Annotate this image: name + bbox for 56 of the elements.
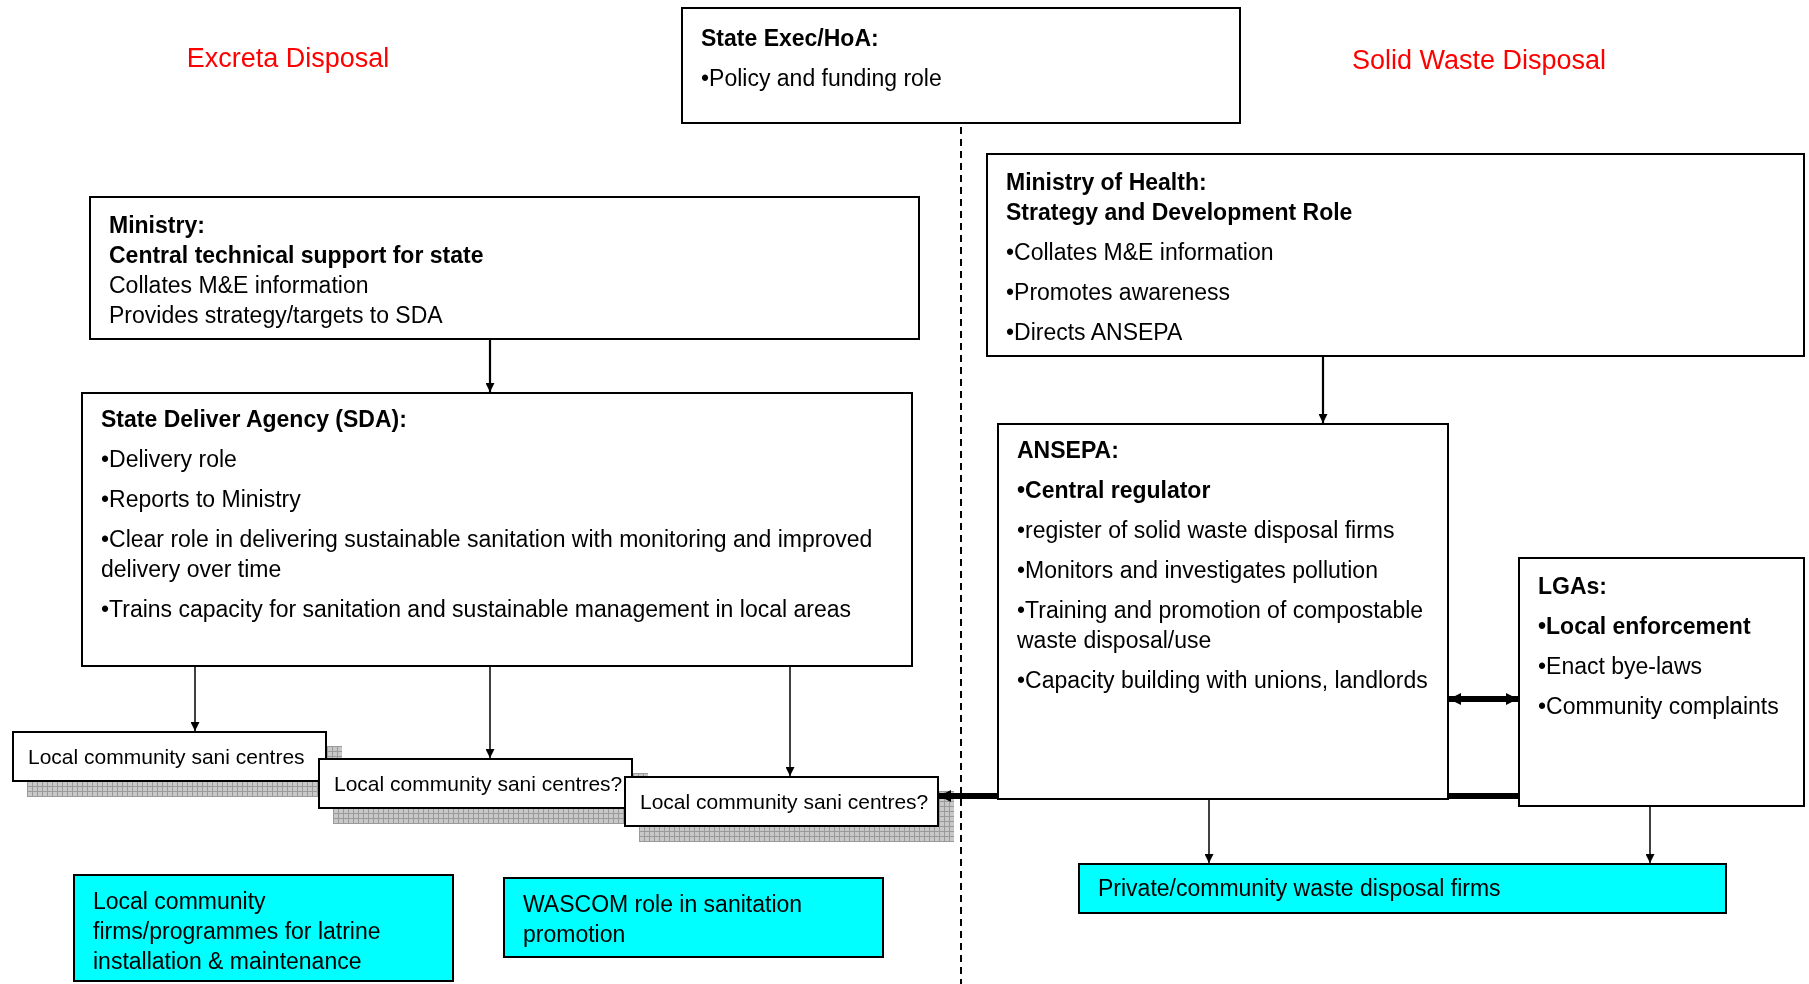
box-text: •Capacity building with unions, landlords (1017, 666, 1429, 695)
box-text: Provides strategy/targets to SDA (109, 301, 444, 330)
highlight-box (503, 877, 884, 958)
box-text: •Training and promotion of compostable waste disposal/use (1017, 596, 1425, 655)
process-box (997, 423, 1449, 800)
box-text: •Collates M&E information (1006, 238, 1275, 267)
box-text: Local community sani centres (28, 744, 306, 770)
box-heading: Central technical support for state (109, 241, 485, 270)
process-box (986, 153, 1805, 357)
box-text: •Clear role in delivering sustainable sanitation with monitoring and improved delivery over time (101, 525, 874, 584)
process-box (12, 731, 327, 782)
box-text: •Promotes awareness (1006, 278, 1232, 307)
box-text: Local community sani centres? (640, 789, 929, 815)
section-title: Solid Waste Disposal (1351, 44, 1607, 76)
process-box (89, 196, 920, 340)
box-heading: State Deliver Agency (SDA): (101, 405, 408, 434)
box-heading: State Exec/HoA: (701, 24, 880, 53)
box-text: •Delivery role (101, 445, 238, 474)
box-heading: LGAs: (1538, 572, 1608, 601)
box-heading: ANSEPA: (1017, 436, 1120, 465)
box-text: Collates M&E information (109, 271, 370, 300)
box-text: •Directs ANSEPA (1006, 318, 1184, 347)
section-title: Excreta Disposal (186, 42, 390, 74)
box-text: •Reports to Ministry (101, 485, 302, 514)
highlight-box (73, 874, 454, 982)
box-text: •Community complaints (1538, 692, 1780, 721)
arrow (485, 340, 495, 392)
arrow (785, 666, 795, 777)
arrow (1318, 357, 1328, 423)
arrow (939, 790, 997, 802)
box-heading: •Local enforcement (1538, 612, 1752, 641)
connector-line (1449, 793, 1518, 799)
box-heading: •Central regulator (1017, 476, 1212, 505)
process-box (624, 776, 939, 827)
box-heading: Strategy and Development Role (1006, 198, 1354, 227)
box-text: Local community sani centres? (334, 771, 623, 797)
box-text: WASCOM role in sanitation promotion (523, 890, 804, 949)
arrow (1204, 799, 1214, 864)
box-text: Local community firms/programmes for latrine installation & maintenance (93, 887, 382, 976)
box-heading: Ministry: (109, 211, 206, 240)
box-text: •register of solid waste disposal firms (1017, 516, 1396, 545)
arrow (1449, 693, 1518, 705)
box-text: •Enact bye-laws (1538, 652, 1703, 681)
process-box (81, 392, 913, 667)
box-text: •Policy and funding role (701, 64, 943, 93)
box-text: •Trains capacity for sanitation and sustainable management in local areas (101, 595, 852, 624)
process-box (681, 7, 1241, 124)
arrow (1645, 806, 1655, 864)
highlight-box (1078, 863, 1727, 914)
process-box (1518, 557, 1805, 807)
box-text: Private/community waste disposal firms (1098, 874, 1502, 903)
box-heading: Ministry of Health: (1006, 168, 1208, 197)
box-text: •Monitors and investigates pollution (1017, 556, 1379, 585)
process-box (318, 758, 633, 809)
arrow (485, 666, 495, 759)
arrow (190, 666, 200, 732)
